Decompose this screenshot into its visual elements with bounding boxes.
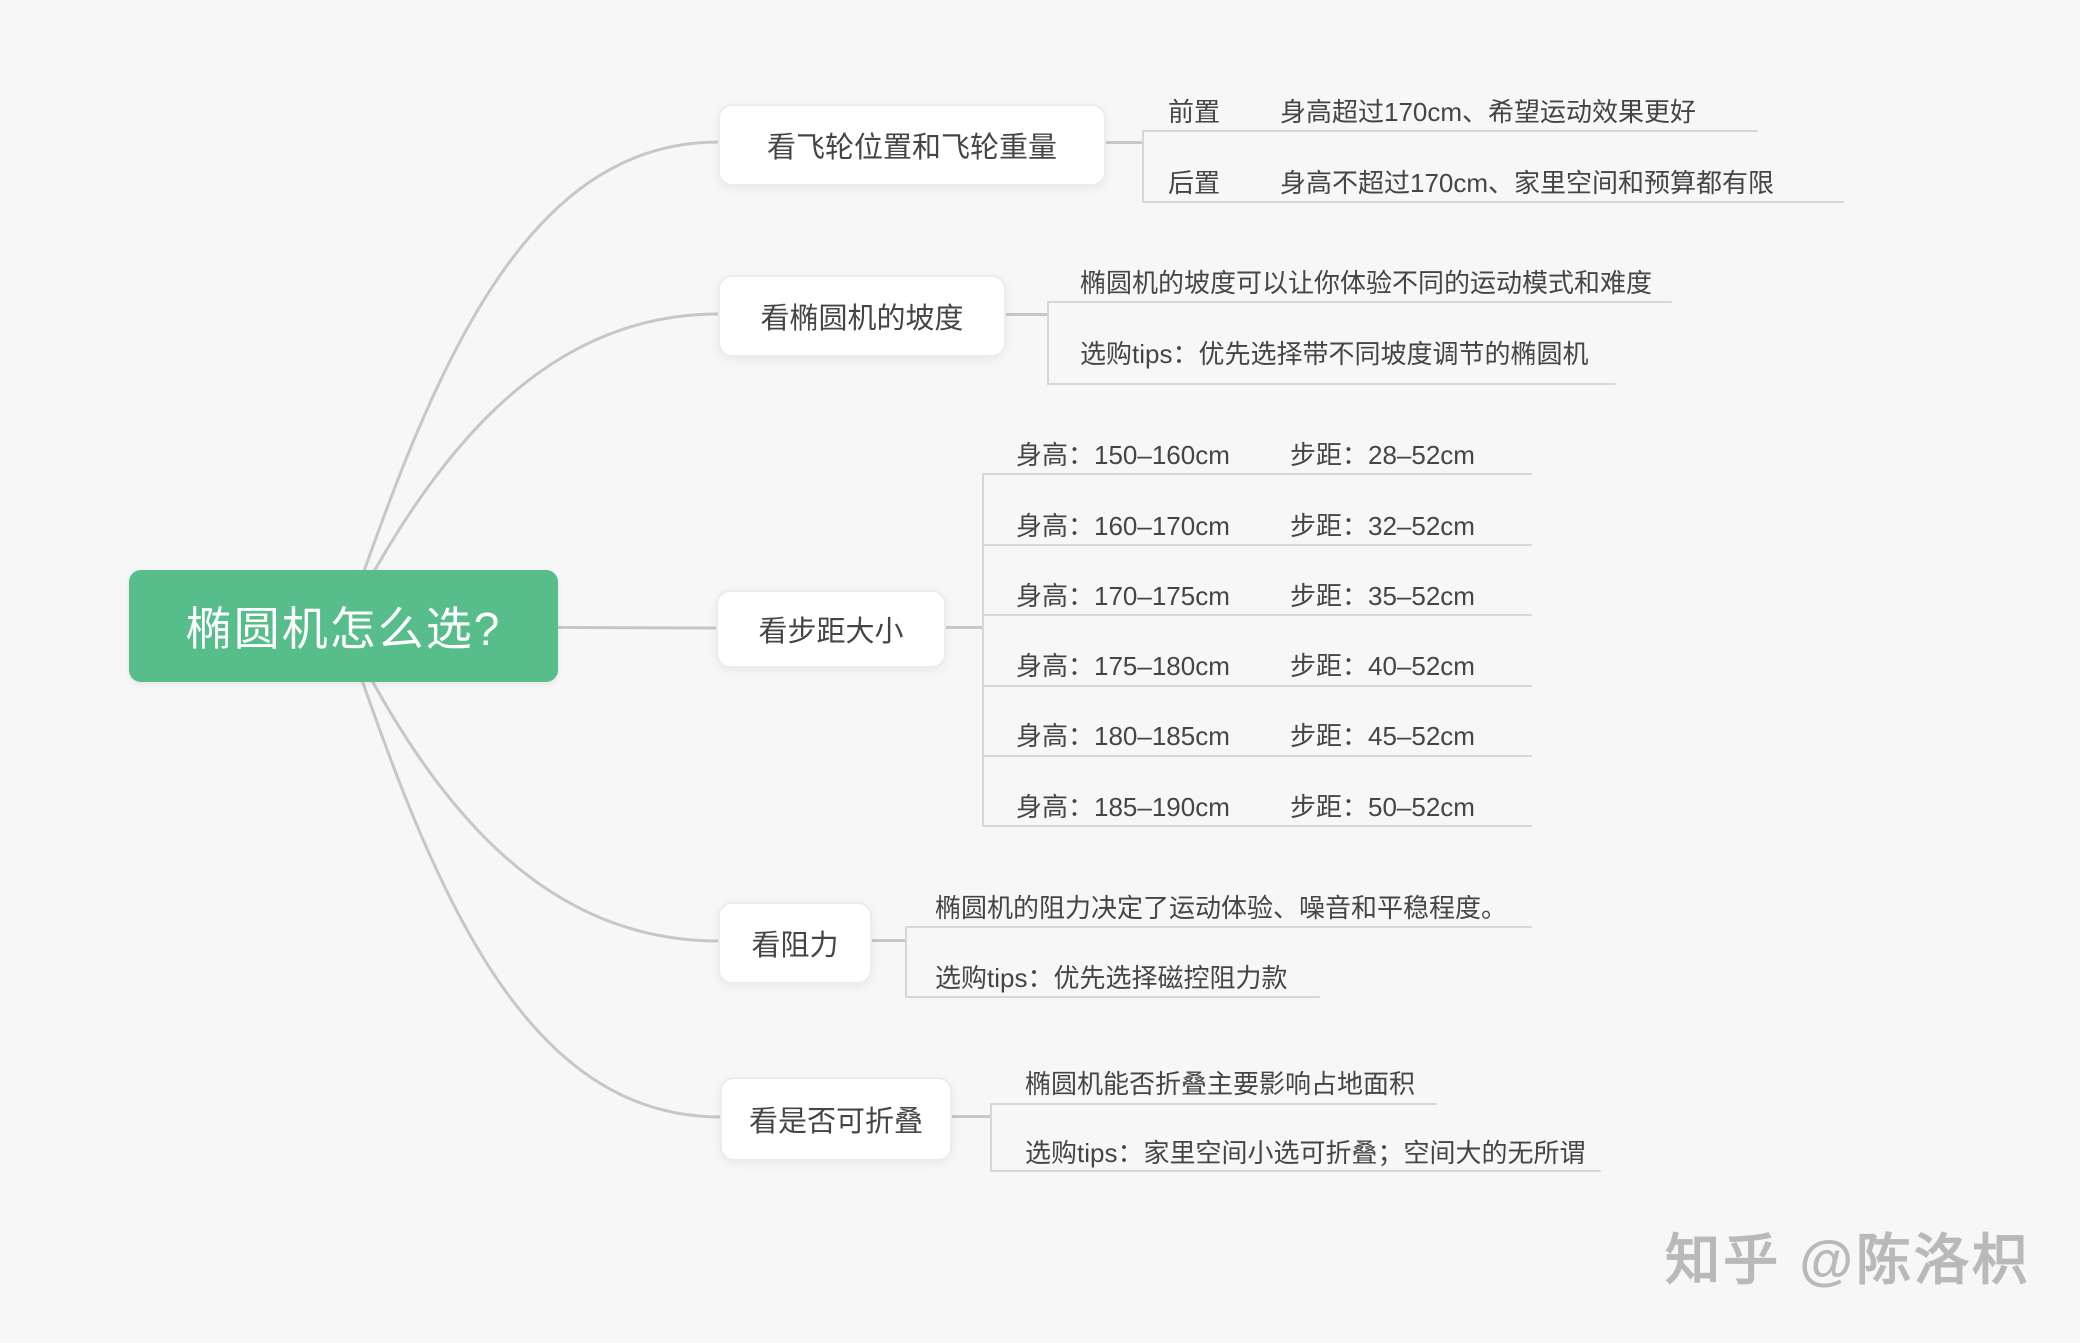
stride-row-height: 身高：175–180cm [1016, 651, 1230, 681]
stride-row-height: 身高：185–190cm [1016, 792, 1230, 822]
stride-row-stride: 步距：50–52cm [1290, 792, 1475, 822]
stride-row-underline [982, 544, 1532, 546]
stride-row-underline [982, 685, 1532, 687]
foldable-tips-underline [990, 1170, 1601, 1172]
resistance-note: 椭圆机的阻力决定了运动体验、噪音和平稳程度。 [935, 893, 1508, 923]
curve-to-branch-foldable [343, 630, 721, 1119]
branch-incline[interactable]: 看椭圆机的坡度 [718, 275, 1006, 357]
stride-row-stride: 步距：28–52cm [1290, 440, 1475, 470]
resistance-tips-underline [905, 996, 1320, 998]
branch-stride[interactable]: 看步距大小 [716, 590, 946, 668]
stub-incline [1000, 313, 1049, 316]
zhihu-watermark: 知乎 @陈洛枳 [1665, 1229, 2030, 1291]
flywheel-row-underline [1142, 201, 1844, 203]
stub-flywheel [1100, 141, 1144, 144]
branch-foldable[interactable]: 看是否可折叠 [720, 1077, 952, 1161]
stride-row-height: 身高：150–160cm [1016, 440, 1230, 470]
stride-spine [982, 473, 984, 827]
incline-tips-underline [1047, 383, 1616, 385]
incline-note: 椭圆机的坡度可以让你体验不同的运动模式和难度 [1080, 268, 1653, 298]
stride-row-stride: 步距：40–52cm [1290, 651, 1475, 681]
flywheel-row-desc: 身高不超过170cm、家里空间和预算都有限 [1280, 168, 1775, 198]
foldable-note-underline [990, 1103, 1437, 1105]
curve-to-branch-flywheel [343, 140, 719, 626]
stub-foldable [946, 1115, 992, 1118]
incline-tips: 选购tips：优先选择带不同坡度调节的椭圆机 [1080, 339, 1589, 369]
root-topic[interactable]: 椭圆机怎么选? [129, 570, 558, 682]
incline-note-underline [1047, 301, 1672, 303]
stub-stride [940, 626, 984, 629]
foldable-tips: 选购tips：家里空间小选可折叠；空间大的无所谓 [1025, 1138, 1586, 1168]
flywheel-row-desc: 身高超过170cm、希望运动效果更好 [1280, 97, 1697, 127]
stub-resistance [866, 939, 907, 942]
curve-to-branch-resistance [343, 628, 719, 943]
curve-to-branch-incline [343, 312, 719, 626]
flywheel-row-label: 前置 [1168, 97, 1221, 127]
stride-row-height: 身高：160–170cm [1016, 511, 1230, 541]
stride-row-stride: 步距：32–52cm [1290, 511, 1475, 541]
foldable-note: 椭圆机能否折叠主要影响占地面积 [1025, 1069, 1416, 1099]
flywheel-row-label: 后置 [1168, 168, 1221, 198]
flywheel-row-underline [1142, 130, 1758, 132]
flywheel-spine [1142, 130, 1144, 203]
stride-row-underline [982, 614, 1532, 616]
resistance-note-underline [905, 926, 1532, 928]
incline-spine [1047, 301, 1049, 385]
stride-row-underline [982, 825, 1532, 827]
stride-row-height: 身高：170–175cm [1016, 581, 1230, 611]
branch-resistance[interactable]: 看阻力 [718, 902, 872, 984]
stride-row-height: 身高：180–185cm [1016, 721, 1230, 751]
resistance-tips: 选购tips：优先选择磁控阻力款 [935, 963, 1288, 993]
stride-row-underline [982, 755, 1532, 757]
stride-row-underline [982, 473, 1532, 475]
branch-flywheel[interactable]: 看飞轮位置和飞轮重量 [718, 104, 1106, 186]
resistance-spine [905, 926, 907, 998]
stride-row-stride: 步距：45–52cm [1290, 721, 1475, 751]
foldable-spine [990, 1103, 992, 1172]
stride-row-stride: 步距：35–52cm [1290, 581, 1475, 611]
